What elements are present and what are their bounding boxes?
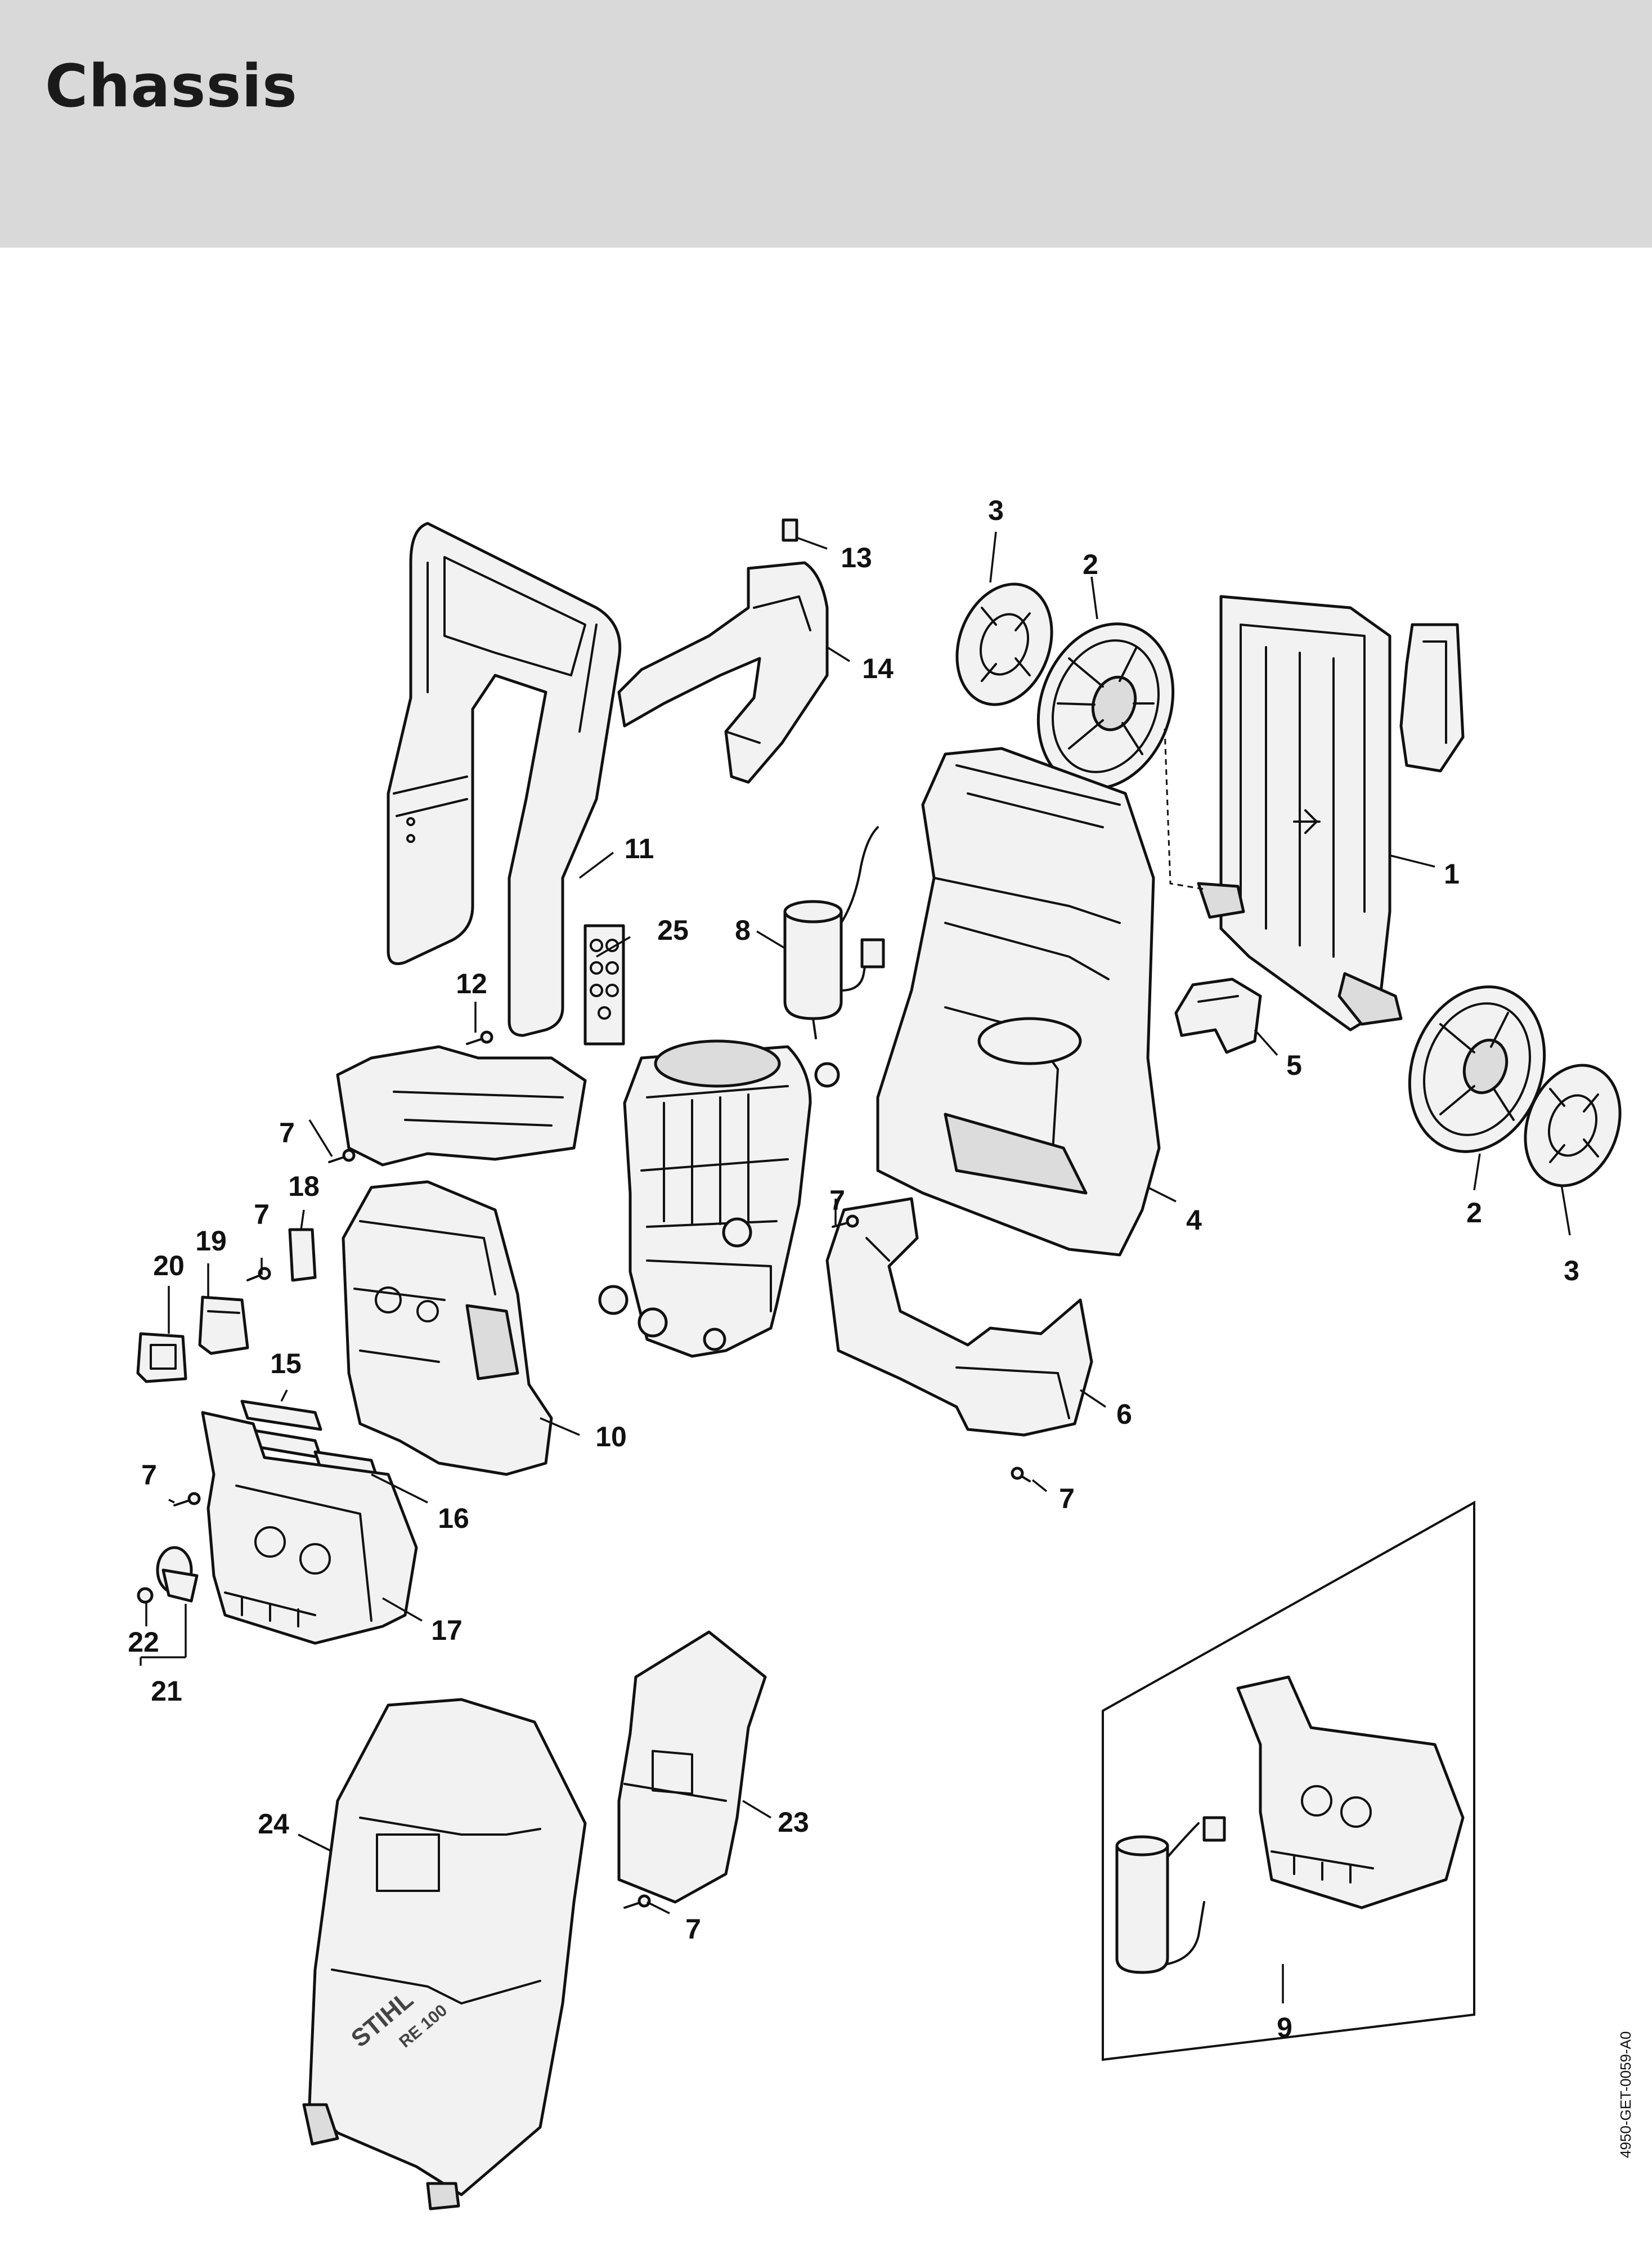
callout-7d: 7 <box>141 1459 157 1491</box>
callout-17: 17 <box>431 1615 463 1646</box>
callout-19: 19 <box>195 1225 227 1257</box>
callout-labels: 1 2 2 3 3 4 5 6 7 7 7 7 7 7 8 9 10 11 12… <box>128 495 1579 2043</box>
callout-20: 20 <box>153 1250 185 1281</box>
callout-25: 25 <box>657 914 689 946</box>
part-hubcap-top <box>955 582 1053 706</box>
part-clip <box>782 518 798 542</box>
callout-4: 4 <box>1186 1204 1202 1236</box>
part-hose-coupling <box>137 1546 199 1604</box>
part-18 <box>288 1228 317 1282</box>
part-15 <box>240 1400 322 1459</box>
part-hose-holder <box>617 561 829 784</box>
callout-24: 24 <box>258 1808 289 1840</box>
leader-lines <box>140 531 1571 2003</box>
callout-3a: 3 <box>988 495 1004 526</box>
part-lower-housing <box>201 1411 418 1645</box>
callout-8: 8 <box>735 914 751 946</box>
callout-16: 16 <box>438 1503 469 1534</box>
callout-6: 6 <box>1116 1398 1132 1430</box>
callout-7a: 7 <box>279 1117 295 1149</box>
part-motor-pump <box>598 1039 840 1358</box>
callout-15: 15 <box>270 1348 302 1379</box>
callout-2b: 2 <box>1466 1197 1482 1228</box>
callout-12: 12 <box>456 968 487 999</box>
callout-7e: 7 <box>1059 1483 1075 1514</box>
part-bracket <box>1174 977 1262 1054</box>
callout-7b: 7 <box>254 1199 270 1230</box>
part-hubcap-bottom <box>1524 1064 1622 1187</box>
callout-7c: 7 <box>829 1185 845 1216</box>
callout-22: 22 <box>128 1626 159 1658</box>
callout-2a: 2 <box>1083 549 1098 580</box>
callout-13: 13 <box>841 542 872 573</box>
part-capacitor <box>783 826 885 1039</box>
part-front-bracket <box>825 1197 1093 1437</box>
part-switch <box>136 1332 187 1383</box>
part-screw-12 <box>466 1030 493 1045</box>
callout-3b: 3 <box>1564 1255 1579 1286</box>
callout-23: 23 <box>778 1806 809 1838</box>
callout-7f: 7 <box>685 1913 701 1945</box>
callout-5: 5 <box>1286 1050 1302 1081</box>
callout-21: 21 <box>151 1675 182 1707</box>
document-number: 4950-GET-0059-A0 <box>1617 2032 1634 2158</box>
part-front-cover <box>617 1630 767 1904</box>
part-kit-inset <box>1102 1500 1475 2061</box>
part-wheel-bottom <box>1408 985 1546 1153</box>
part-handle-frame <box>387 522 622 1037</box>
part-main-housing <box>336 1045 587 1476</box>
callout-11: 11 <box>625 833 654 864</box>
part-main-frame <box>1197 595 1465 1032</box>
part-rear-housing <box>876 747 1161 1257</box>
callout-18: 18 <box>288 1171 320 1202</box>
callout-14: 14 <box>862 653 894 684</box>
callout-9: 9 <box>1277 2012 1292 2043</box>
callout-10: 10 <box>595 1421 627 1452</box>
page-title: Chassis <box>45 52 298 120</box>
part-switch-bracket <box>198 1295 249 1355</box>
part-outer-casing: STIHL RE 100 <box>302 1698 587 2210</box>
callout-1: 1 <box>1444 858 1460 890</box>
header-band: Chassis <box>0 0 1652 248</box>
